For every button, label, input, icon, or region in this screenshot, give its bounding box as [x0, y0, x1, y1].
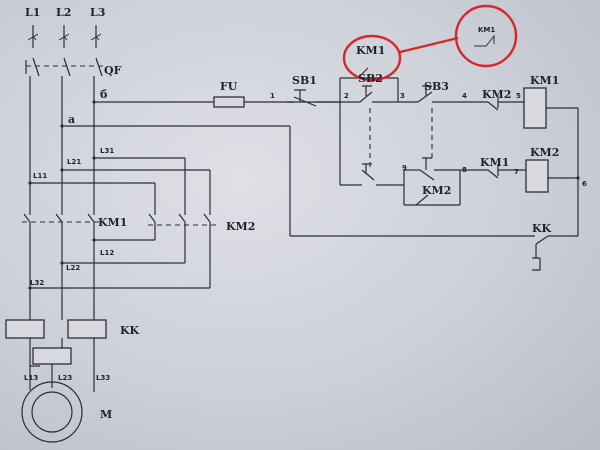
label-l11: L11 — [33, 172, 47, 180]
node-2: 2 — [344, 92, 349, 100]
forward-coil-line — [398, 85, 579, 236]
label-l1: L1 — [25, 6, 40, 19]
start-forward-branch — [339, 67, 399, 185]
sb1-stop-button — [286, 89, 340, 107]
label-l32: L32 — [30, 279, 44, 287]
label-km1-main: KM1 — [98, 216, 127, 229]
label-sb3: SB3 — [424, 80, 449, 93]
label-l21: L21 — [67, 158, 81, 166]
label-sb2: SB2 — [358, 72, 383, 85]
node-1: 1 — [270, 92, 275, 100]
label-km2-interlock: KM2 — [422, 184, 451, 197]
phase-lines — [25, 25, 104, 215]
label-km2-coil: KM2 — [530, 146, 559, 159]
label-kk-contact: KK — [532, 222, 552, 235]
node-8: 8 — [462, 166, 467, 174]
label-km1-interlock: KM1 — [480, 156, 509, 169]
label-l12: L12 — [100, 249, 114, 257]
node-7: 7 — [514, 168, 519, 176]
label-l3: L3 — [90, 6, 105, 19]
node-3: 3 — [400, 92, 405, 100]
motor-symbol — [21, 380, 95, 443]
label-l33: L33 — [96, 374, 110, 382]
label-sb1: SB1 — [292, 74, 317, 87]
label-l2: L2 — [56, 6, 71, 19]
km1-main-contacts — [22, 213, 100, 234]
callout-km1-label: KM1 — [478, 26, 495, 34]
label-km2-main: KM2 — [226, 220, 255, 233]
label-km2-series: KM2 — [482, 88, 511, 101]
label-l23: L23 — [58, 374, 72, 382]
node-4: 4 — [462, 92, 467, 100]
label-qf: QF — [104, 64, 122, 77]
node-5: 5 — [516, 92, 521, 100]
kk-thermal-contact — [532, 235, 578, 271]
label-b: б — [100, 88, 107, 101]
label-l22: L22 — [66, 264, 80, 272]
label-kk-relay: KK — [120, 324, 140, 337]
label-a: a — [68, 113, 75, 126]
label-fu: FU — [220, 80, 238, 93]
label-l31: L31 — [100, 147, 114, 155]
label-km1-coil: KM1 — [530, 74, 559, 87]
label-km1-aux: KM1 — [356, 44, 385, 57]
control-fuse — [213, 96, 245, 108]
km2-main-contacts — [148, 213, 218, 250]
reversing-wiring — [28, 156, 211, 215]
label-l13: L13 — [24, 374, 38, 382]
node-9: 9 — [402, 164, 407, 172]
motor-feed-lines — [28, 234, 211, 320]
reverse-coil-line — [340, 157, 580, 206]
thermal-relay-heaters — [5, 319, 107, 380]
highlight-annotation — [342, 4, 518, 82]
label-motor: M — [100, 408, 112, 421]
node-6: 6 — [582, 180, 587, 188]
